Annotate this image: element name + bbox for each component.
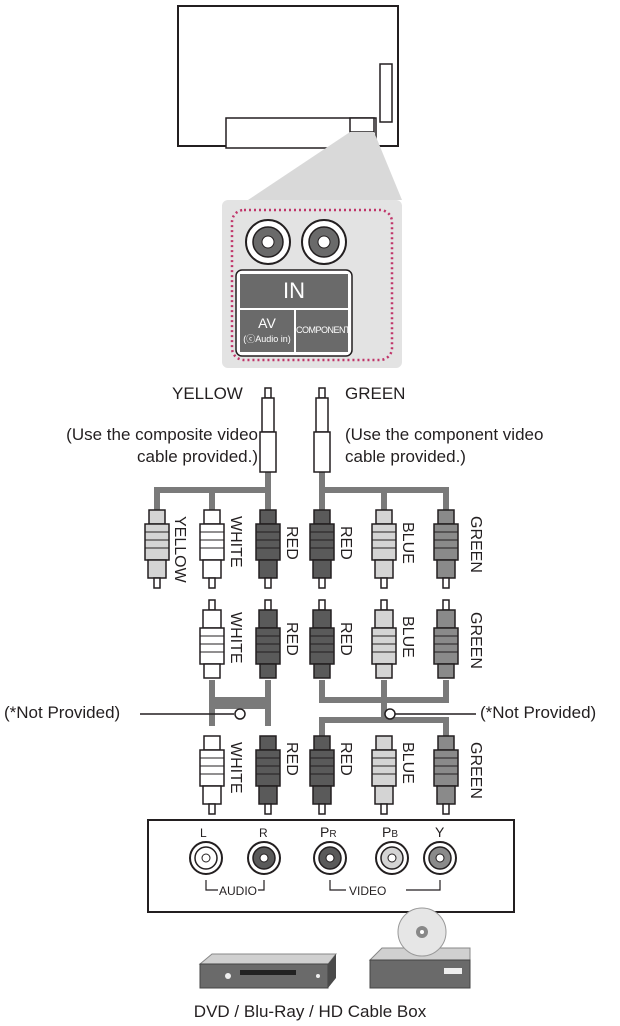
audio-label: AUDIO bbox=[218, 884, 259, 898]
device-label-blue: BLUE bbox=[399, 742, 416, 784]
tv-label-green: GREEN bbox=[467, 516, 484, 573]
device-label-white: WHITE bbox=[227, 742, 244, 794]
jack-video-pb bbox=[375, 841, 409, 875]
video-bracket bbox=[329, 880, 441, 891]
blu-ray-player-icon bbox=[368, 907, 471, 989]
jack-letter-pb: PB bbox=[382, 824, 398, 840]
jack-letter-y: Y bbox=[435, 824, 445, 840]
video-label: VIDEO bbox=[348, 884, 388, 898]
plug-blue-tv bbox=[371, 509, 397, 589]
tv-label-blue: BLUE bbox=[399, 522, 416, 564]
cable-lines bbox=[154, 470, 449, 736]
tv-label-yellow: YELLOW bbox=[171, 516, 188, 583]
mid-label-green: GREEN bbox=[467, 612, 484, 669]
tv-label-red: RED bbox=[283, 526, 300, 560]
plug-white-tv bbox=[199, 509, 225, 589]
composite-note-line-1: (Use the composite video bbox=[66, 425, 258, 444]
composite-note-line-2: cable provided.) bbox=[137, 447, 258, 466]
component-note-line-1: (Use the component video bbox=[345, 425, 544, 444]
leader-dot-left bbox=[234, 708, 246, 720]
plug-blue-device bbox=[371, 735, 397, 815]
jack-letter-pb-main: P bbox=[382, 824, 392, 840]
device-caption: DVD / Blu-Ray / HD Cable Box bbox=[193, 1002, 427, 1021]
input-panel-zoom bbox=[222, 200, 402, 368]
device-label-red: RED bbox=[283, 742, 300, 776]
jack-letter-pr-main: P bbox=[320, 824, 330, 840]
plug-green-tv bbox=[433, 509, 459, 589]
jack-letter-pr-sub: R bbox=[329, 829, 337, 840]
plug-red-device-component bbox=[309, 735, 335, 815]
green-plug-label: GREEN bbox=[345, 384, 406, 403]
plug-white-device bbox=[199, 735, 225, 815]
mid-label-blue: BLUE bbox=[399, 616, 416, 658]
jack-video-pr bbox=[313, 841, 347, 875]
mid-label-red-component: RED bbox=[337, 622, 354, 656]
mid-label-white: WHITE bbox=[227, 612, 244, 664]
plug-red-device bbox=[255, 735, 281, 815]
plug-red-mid bbox=[255, 599, 281, 679]
plug-green-device bbox=[433, 735, 459, 815]
component-label: COMPONENT bbox=[296, 325, 351, 335]
jack-letter-pr: PR bbox=[320, 824, 337, 840]
yellow-plug-label: YELLOW bbox=[172, 384, 243, 403]
tv-label-red-component: RED bbox=[337, 526, 354, 560]
jack-letter-l: L bbox=[200, 826, 207, 840]
jack-letter-r: R bbox=[259, 826, 268, 840]
mid-label-red: RED bbox=[283, 622, 300, 656]
plug-yellow-tv bbox=[144, 509, 170, 589]
yellow-mini-plug bbox=[259, 387, 277, 473]
device-label-red-component: RED bbox=[337, 742, 354, 776]
tv-label-white: WHITE bbox=[227, 516, 244, 568]
composite-note: (Use the composite video cable provided.… bbox=[2, 424, 258, 468]
not-provided-left: (*Not Provided) bbox=[4, 703, 121, 722]
dvd-player-icon bbox=[198, 953, 338, 989]
plug-blue-mid bbox=[371, 599, 397, 679]
green-mini-plug bbox=[313, 387, 331, 473]
plug-green-mid bbox=[433, 599, 459, 679]
av-subtext: (ⓒAudio in) bbox=[243, 334, 291, 344]
av-label: AV (ⓒAudio in) bbox=[240, 316, 294, 346]
jack-audio-r bbox=[247, 841, 281, 875]
leader-dot-right bbox=[384, 708, 396, 720]
jack-video-y bbox=[423, 841, 457, 875]
plug-red-tv bbox=[255, 509, 281, 589]
component-note-line-2: cable provided.) bbox=[345, 447, 466, 466]
component-note: (Use the component video cable provided.… bbox=[345, 424, 543, 468]
tv-outline bbox=[177, 5, 399, 149]
plug-red-tv-component bbox=[309, 509, 335, 589]
not-provided-right: (*Not Provided) bbox=[480, 703, 597, 722]
device-label-green: GREEN bbox=[467, 742, 484, 799]
jack-letter-pb-sub: B bbox=[391, 829, 399, 840]
jack-audio-l bbox=[189, 841, 223, 875]
zoom-wedge bbox=[248, 132, 402, 200]
plug-white-mid bbox=[199, 599, 225, 679]
av-text: AV bbox=[258, 315, 276, 331]
plug-red-mid-component bbox=[309, 599, 335, 679]
in-label: IN bbox=[283, 278, 305, 303]
